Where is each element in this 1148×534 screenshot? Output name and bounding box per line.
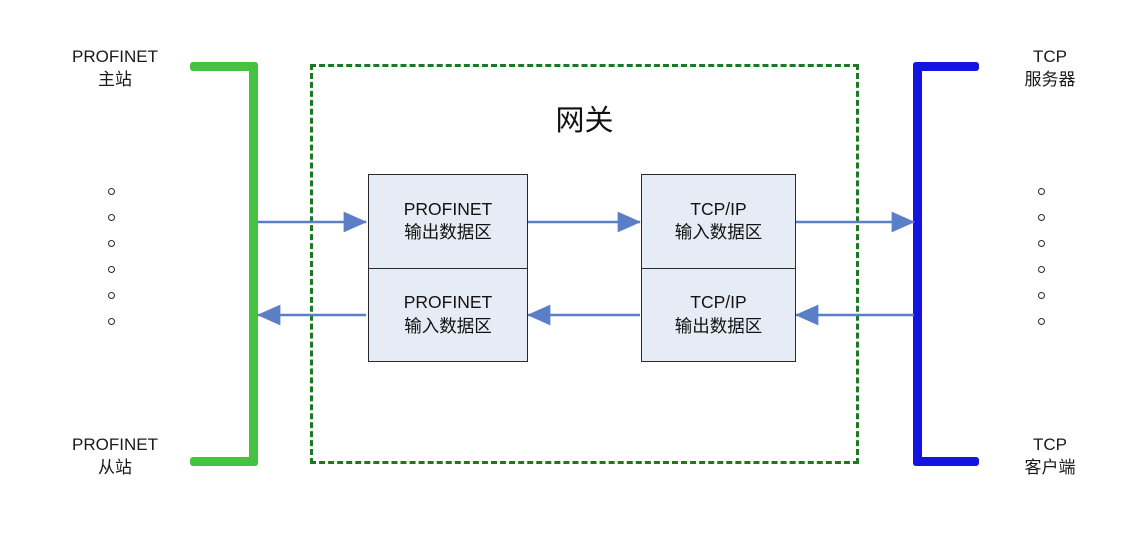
node-dot-icon — [1038, 266, 1045, 273]
tcpip-input-area-line2: 输入数据区 — [674, 222, 763, 243]
node-dot-icon — [1038, 292, 1045, 299]
profinet-output-area-cell[interactable]: PROFINET 输出数据区 — [369, 175, 527, 268]
node-dot-icon — [1038, 214, 1045, 221]
label-tcp-server-line2: 服务器 — [1024, 70, 1076, 90]
label-profinet-slave: PROFINET 从站 — [40, 433, 190, 480]
label-profinet-slave-line1: PROFINET — [72, 435, 158, 454]
gateway-title: 网关 — [555, 105, 614, 137]
profinet-input-area-line1: PROFINET — [403, 292, 493, 313]
label-tcp-server: TCP 服务器 — [985, 45, 1115, 92]
node-dot-icon — [108, 214, 115, 221]
node-dot-icon — [1038, 188, 1045, 195]
node-dot-icon — [108, 240, 115, 247]
tcpip-data-box[interactable]: TCP/IP 输入数据区 TCP/IP 输出数据区 — [641, 174, 796, 362]
label-profinet-master-line1: PROFINET — [72, 47, 158, 66]
tcpip-input-area-line1: TCP/IP — [690, 198, 747, 219]
label-profinet-master: PROFINET 主站 — [40, 45, 190, 92]
profinet-input-area-line2: 输入数据区 — [404, 315, 492, 336]
label-tcp-client: TCP 客户端 — [985, 433, 1115, 480]
label-tcp-client-line1: TCP — [1033, 435, 1067, 454]
label-profinet-slave-line2: 从站 — [98, 458, 132, 478]
label-profinet-master-line2: 主站 — [98, 70, 132, 90]
node-dot-icon — [108, 292, 115, 299]
node-dot-icon — [108, 318, 115, 325]
gateway-region — [310, 64, 859, 464]
profinet-data-box[interactable]: PROFINET 输出数据区 PROFINET 输入数据区 — [368, 174, 528, 362]
tcpip-input-area-cell[interactable]: TCP/IP 输入数据区 — [642, 175, 795, 268]
node-dot-icon — [1038, 318, 1045, 325]
tcpip-output-area-line2: 输出数据区 — [674, 315, 763, 336]
node-dot-icon — [108, 188, 115, 195]
node-dot-icon — [1038, 240, 1045, 247]
node-dot-icon — [108, 266, 115, 273]
profinet-input-area-cell[interactable]: PROFINET 输入数据区 — [369, 267, 527, 362]
profinet-output-area-line2: 输出数据区 — [404, 222, 492, 243]
label-tcp-server-line1: TCP — [1033, 47, 1067, 66]
label-tcp-client-line2: 客户端 — [1024, 458, 1076, 478]
tcpip-output-area-cell[interactable]: TCP/IP 输出数据区 — [642, 267, 795, 362]
tcpip-output-area-line1: TCP/IP — [690, 292, 747, 313]
profinet-output-area-line1: PROFINET — [403, 198, 493, 219]
